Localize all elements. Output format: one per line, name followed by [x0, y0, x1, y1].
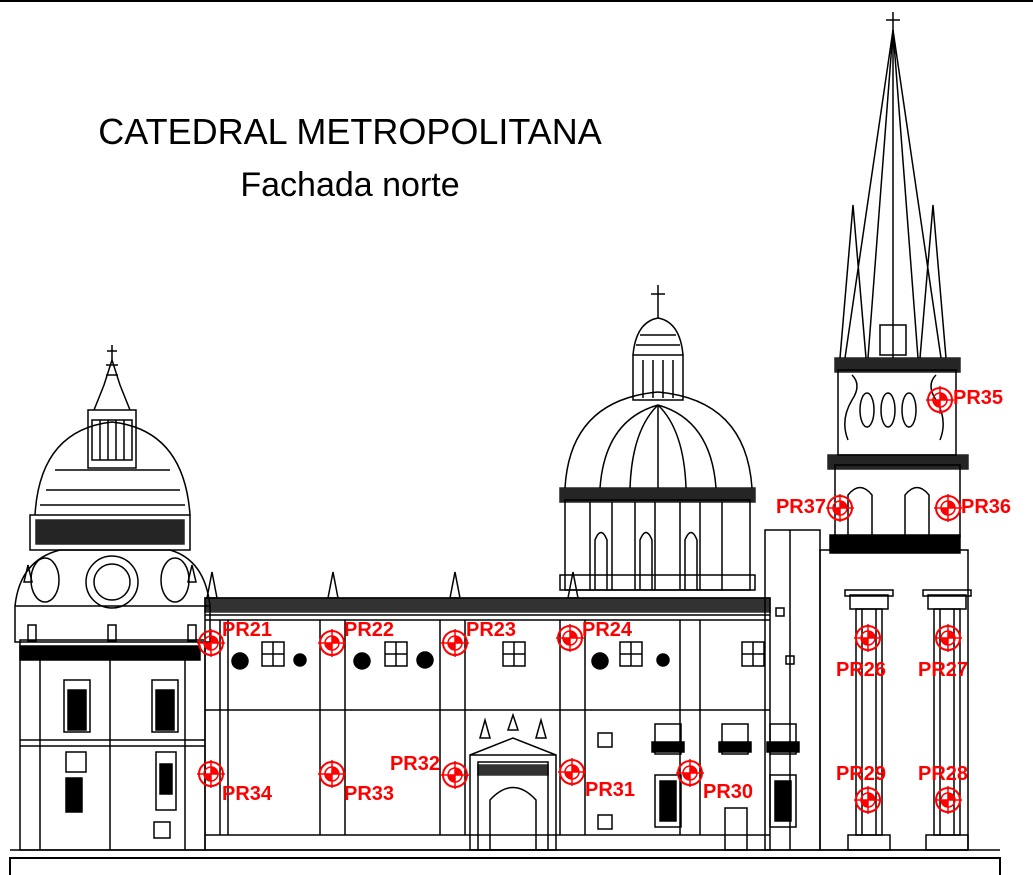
target-quadrant [933, 400, 940, 407]
target-quadrant [455, 636, 462, 643]
target-crosshair [441, 761, 469, 789]
target-quadrant [683, 773, 690, 780]
target-crosshair [197, 760, 225, 788]
survey-marker-label: PR34 [222, 783, 273, 805]
survey-marker-pr31: PR31 [558, 758, 635, 801]
target-quadrant [570, 631, 577, 638]
survey-marker-pr29: PR29 [836, 763, 886, 814]
survey-marker-pr27: PR27 [918, 624, 968, 681]
target-crosshair [826, 494, 854, 522]
target-quadrant [690, 766, 697, 773]
target-quadrant [211, 636, 218, 643]
survey-marker-label: PR26 [836, 659, 886, 681]
survey-marker-pr33: PR33 [318, 760, 394, 805]
target-quadrant [941, 508, 948, 515]
survey-marker-pr24: PR24 [556, 619, 633, 652]
target-quadrant [325, 643, 332, 650]
cathedral-elevation [9, 12, 1001, 875]
target-quadrant [941, 800, 948, 807]
target-crosshair [854, 624, 882, 652]
survey-marker-label: PR35 [953, 387, 1003, 409]
survey-marker-label: PR21 [222, 619, 272, 641]
survey-marker-label: PR24 [582, 619, 633, 641]
central-dome [559, 285, 756, 591]
target-crosshair [934, 624, 962, 652]
target-crosshair [854, 786, 882, 814]
survey-marker-label: PR33 [344, 783, 394, 805]
target-quadrant [861, 638, 868, 645]
target-crosshair [926, 386, 954, 414]
target-quadrant [868, 793, 875, 800]
survey-marker-label: PR30 [703, 781, 753, 803]
survey-marker-pr35: PR35 [926, 386, 1003, 414]
target-quadrant [833, 508, 840, 515]
target-quadrant [448, 775, 455, 782]
target-quadrant [211, 767, 218, 774]
survey-marker-label: PR22 [344, 619, 394, 641]
survey-marker-label: PR32 [390, 753, 440, 775]
survey-marker-pr22: PR22 [318, 619, 394, 657]
left-tower [14, 345, 211, 851]
target-crosshair [318, 629, 346, 657]
survey-marker-pr21: PR21 [197, 619, 272, 657]
drawing-subtitle: Fachada norte [240, 166, 459, 204]
survey-marker-pr36: PR36 [934, 494, 1011, 522]
target-quadrant [861, 800, 868, 807]
side-portal [469, 712, 557, 851]
target-quadrant [868, 631, 875, 638]
ground-line [9, 857, 1001, 875]
survey-marker-label: PR29 [836, 763, 886, 785]
target-quadrant [948, 501, 955, 508]
target-quadrant [940, 393, 947, 400]
target-quadrant [204, 774, 211, 781]
target-crosshair [934, 494, 962, 522]
target-quadrant [325, 774, 332, 781]
survey-marker-label: PR37 [776, 496, 826, 518]
survey-marker-pr34: PR34 [197, 760, 273, 805]
target-quadrant [572, 765, 579, 772]
survey-marker-label: PR27 [918, 659, 968, 681]
survey-marker-pr26: PR26 [836, 624, 886, 681]
target-quadrant [948, 631, 955, 638]
target-quadrant [840, 501, 847, 508]
target-quadrant [948, 793, 955, 800]
target-crosshair [934, 786, 962, 814]
survey-marker-label: PR23 [466, 619, 516, 641]
target-quadrant [332, 767, 339, 774]
survey-marker-label: PR36 [961, 496, 1011, 518]
target-quadrant [565, 772, 572, 779]
target-crosshair [441, 629, 469, 657]
target-quadrant [448, 643, 455, 650]
target-crosshair [318, 760, 346, 788]
target-crosshair [676, 759, 704, 787]
target-quadrant [332, 636, 339, 643]
target-quadrant [563, 638, 570, 645]
survey-marker-pr37: PR37 [776, 494, 854, 522]
target-quadrant [204, 643, 211, 650]
bell-tower [764, 12, 972, 851]
survey-marker-pr28: PR28 [918, 763, 968, 814]
target-quadrant [455, 768, 462, 775]
survey-marker-label: PR28 [918, 763, 968, 785]
nave [204, 571, 800, 851]
target-crosshair [556, 624, 584, 652]
target-crosshair [558, 758, 586, 786]
survey-marker-pr23: PR23 [441, 619, 516, 657]
drawing-title: CATEDRAL METROPOLITANA [98, 111, 601, 152]
survey-marker-pr30: PR30 [676, 759, 753, 803]
target-crosshair [197, 629, 225, 657]
survey-marker-pr32: PR32 [390, 753, 469, 789]
survey-marker-label: PR31 [585, 779, 635, 801]
target-quadrant [941, 638, 948, 645]
